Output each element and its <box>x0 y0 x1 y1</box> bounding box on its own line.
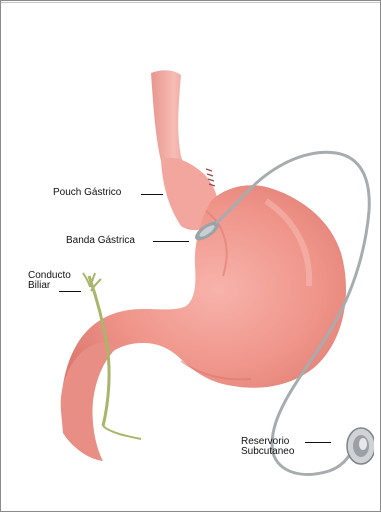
leader-reservorio <box>305 442 331 443</box>
stomach-body <box>61 185 346 416</box>
label-banda-gastrica: Banda Gástrica <box>66 236 135 246</box>
label-pouch-gastrico: Pouch Gástrico <box>53 188 121 198</box>
subcutaneous-port <box>347 428 374 464</box>
label-reservorio-subcutaneo: Reservorio Subcutaneo <box>241 437 294 457</box>
label-conducto-biliar: Conducto Biliar <box>28 271 71 291</box>
leader-pouch <box>141 194 163 195</box>
leader-banda <box>153 241 189 242</box>
leader-conducto <box>59 291 81 292</box>
duodenum <box>61 341 121 461</box>
